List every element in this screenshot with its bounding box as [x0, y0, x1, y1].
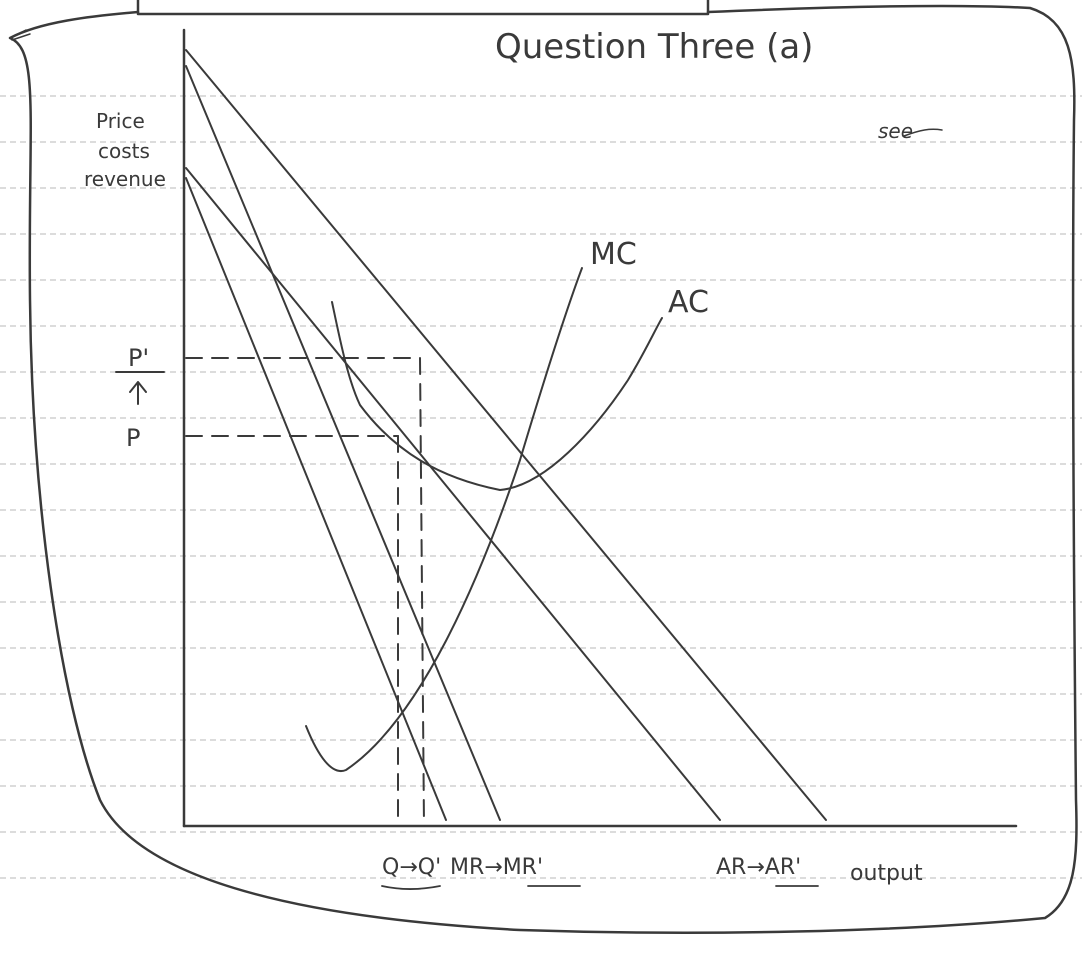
- ar-shift-label: AR→AR': [716, 855, 801, 880]
- y-axis-label-line-3: revenue: [84, 167, 166, 191]
- mr-shift-label: MR→MR': [450, 855, 543, 880]
- mc-curve: [305, 267, 583, 773]
- mr-prime-curve: [185, 65, 501, 821]
- top-box-edge: [136, 0, 710, 16]
- ar-curve: [185, 167, 721, 821]
- margin-note-tail: [903, 128, 943, 137]
- y-axis-label-line-2: costs: [98, 139, 150, 163]
- x-axis-label: output: [850, 861, 923, 886]
- equilibrium-dashes: [185, 357, 425, 827]
- mc-label: MC: [590, 237, 637, 272]
- price-up-arrow-icon: [129, 381, 147, 405]
- mr-curve: [185, 177, 447, 821]
- q-shift-underline: [381, 885, 441, 890]
- y-axis-label-line-1: Price: [96, 109, 145, 133]
- ruled-lines: [0, 95, 1082, 879]
- p-label: P: [126, 424, 140, 452]
- frame-scribble: [9, 29, 31, 41]
- margin-note: see: [878, 119, 913, 143]
- diagram-title: Question Three (a): [495, 27, 813, 67]
- hand-drawn-frame: [8, 4, 1078, 934]
- ar-prime-curve: [185, 49, 827, 821]
- ac-curve: [331, 301, 663, 491]
- p-prime-label: P': [128, 344, 149, 372]
- ac-label: AC: [668, 285, 709, 320]
- q-prime-dash: [419, 357, 425, 827]
- q-shift-label: Q→Q': [382, 855, 441, 880]
